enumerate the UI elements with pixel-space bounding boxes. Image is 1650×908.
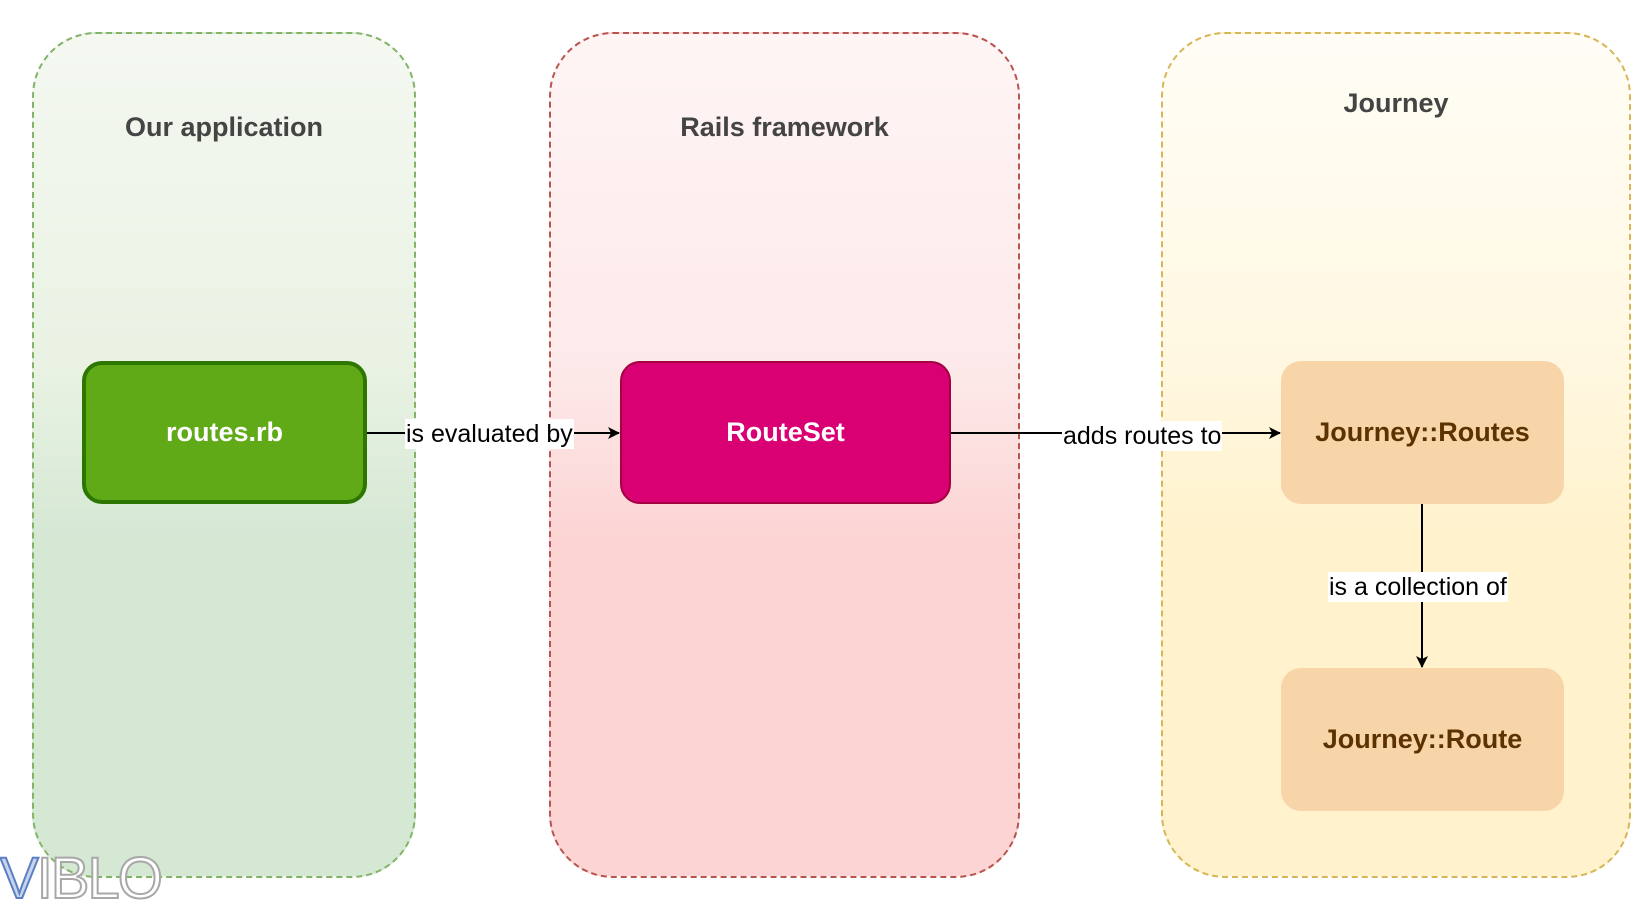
lane-title-rails-framework: Rails framework bbox=[680, 112, 889, 142]
node-route-set[interactable]: RouteSet bbox=[620, 361, 951, 504]
node-journey-route[interactable]: Journey::Route bbox=[1281, 668, 1564, 811]
edge-label-is-a-collection-of: is a collection of bbox=[1328, 572, 1508, 602]
node-journey-routes[interactable]: Journey::Routes bbox=[1281, 361, 1564, 504]
edge-label-adds-routes-to: adds routes to bbox=[1062, 421, 1223, 451]
lane-title-our-application: Our application bbox=[124, 112, 324, 142]
watermark-first-letter: V bbox=[0, 846, 40, 908]
viblo-watermark-logo: VIBLO bbox=[0, 849, 164, 908]
node-routes-rb[interactable]: routes.rb bbox=[82, 361, 367, 504]
lane-title-journey: Journey bbox=[1343, 88, 1449, 118]
watermark-rest: IBLO bbox=[36, 846, 164, 908]
edge-label-is-evaluated-by: is evaluated by bbox=[405, 419, 574, 449]
